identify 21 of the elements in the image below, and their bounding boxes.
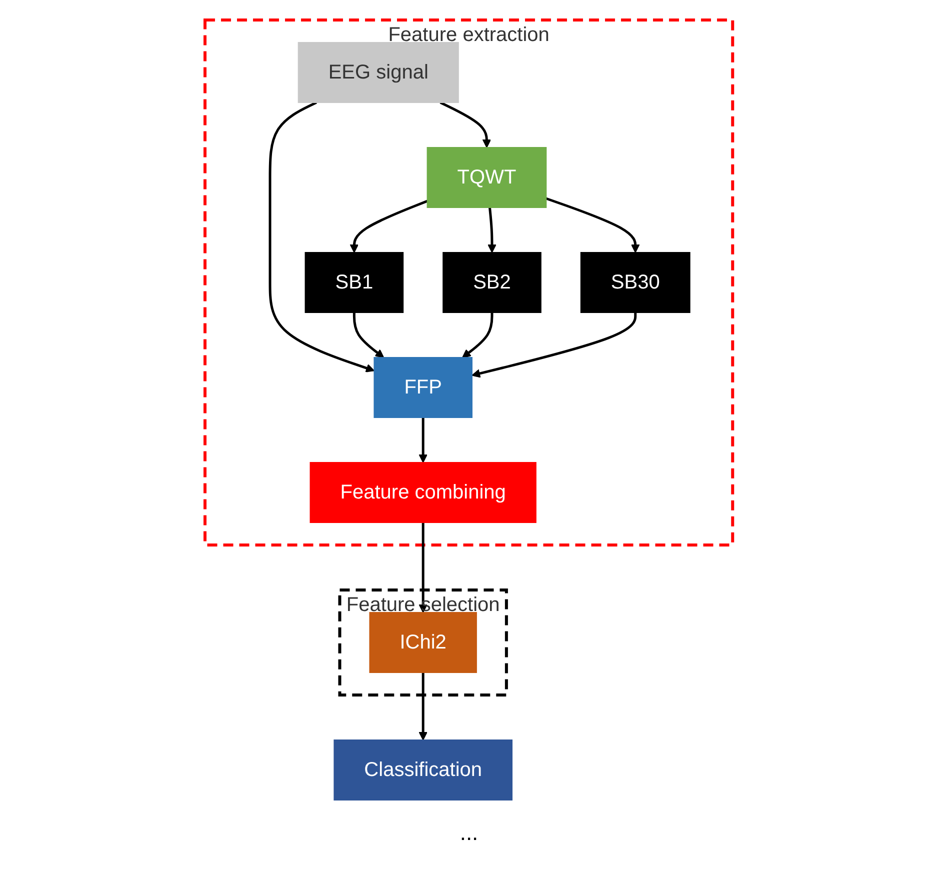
arrow <box>268 101 375 372</box>
arrow <box>350 200 428 253</box>
node-box: TQWT <box>426 147 547 208</box>
arrow <box>418 672 428 740</box>
node-box: SB30 <box>580 252 691 313</box>
ellipsis-label: ... <box>460 820 478 845</box>
arrow <box>462 312 494 358</box>
node-box: SB1 <box>304 252 404 313</box>
node-box: EEG signal <box>298 42 460 103</box>
arrow <box>488 207 497 253</box>
arrow <box>418 522 428 613</box>
arrow <box>472 312 637 378</box>
arrow <box>418 418 428 463</box>
arrow <box>440 101 492 148</box>
arrow <box>353 312 384 358</box>
node-box: Feature combining <box>310 462 537 523</box>
node-box: SB2 <box>442 252 542 313</box>
node-box: Classification <box>334 740 513 800</box>
arrow <box>546 197 640 253</box>
node-box: FFP <box>374 357 473 418</box>
node-box: IChi2 <box>369 612 478 673</box>
